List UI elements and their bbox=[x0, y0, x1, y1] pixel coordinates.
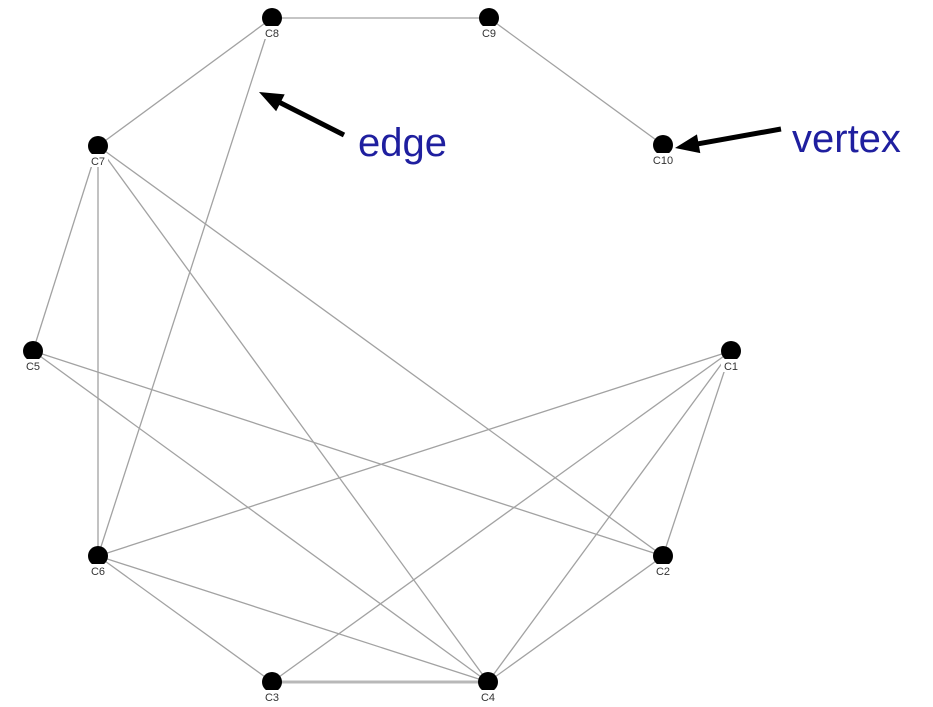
vertex-label-bg-C1 bbox=[721, 359, 741, 372]
edge-C6-C8 bbox=[97, 17, 273, 557]
vertex-C3 bbox=[262, 672, 282, 692]
vertex-callout-arrow-shaft bbox=[694, 126, 782, 147]
vertex-label-C4: C4 bbox=[481, 692, 495, 704]
vertex-label-bg-C5 bbox=[23, 359, 43, 372]
edge-C1-C2 bbox=[662, 350, 732, 557]
vertex-callout-arrow-head bbox=[675, 134, 701, 154]
vertex-label-C5: C5 bbox=[26, 361, 40, 373]
edge-C2-C4 bbox=[487, 555, 664, 683]
vertex-C10 bbox=[653, 135, 673, 155]
graph-edges bbox=[32, 17, 732, 684]
vertex-label-bg-C2 bbox=[653, 564, 673, 577]
vertex-C4 bbox=[478, 672, 498, 692]
edge-C4-C7 bbox=[97, 145, 489, 683]
edge-callout-label: edge bbox=[358, 121, 447, 165]
edge-C2-C5 bbox=[32, 350, 664, 557]
vertex-label-C8: C8 bbox=[265, 28, 279, 40]
vertex-label-C3: C3 bbox=[265, 692, 279, 704]
vertex-label-bg-C4 bbox=[478, 690, 498, 703]
vertex-callout-label: vertex bbox=[792, 117, 901, 161]
edge-C7-C8 bbox=[97, 17, 273, 147]
vertex-C6 bbox=[88, 546, 108, 566]
vertex-label-bg-C6 bbox=[88, 564, 108, 577]
edge-C4-C5 bbox=[32, 350, 489, 683]
vertex-label-bg-C7 bbox=[88, 154, 108, 167]
edge-C3-C6 bbox=[97, 555, 273, 683]
vertex-C8 bbox=[262, 8, 282, 28]
graph-annotations: edge vertex bbox=[259, 92, 901, 165]
edge-C1-C6 bbox=[97, 350, 732, 557]
vertex-label-C7: C7 bbox=[91, 156, 105, 168]
edge-callout-arrow-shaft bbox=[275, 98, 346, 138]
vertex-C1 bbox=[721, 341, 741, 361]
vertex-label-C1: C1 bbox=[724, 361, 738, 373]
vertex-label-bg-C9 bbox=[479, 26, 499, 39]
edge-C4-C6 bbox=[97, 555, 489, 683]
vertex-label-C10: C10 bbox=[653, 155, 673, 167]
edge-callout: edge bbox=[259, 92, 447, 165]
vertex-callout: vertex bbox=[675, 117, 901, 161]
vertex-label-bg-C8 bbox=[262, 26, 282, 39]
edge-C2-C7 bbox=[97, 145, 664, 557]
vertex-label-bg-C3 bbox=[262, 690, 282, 703]
edge-C1-C3 bbox=[271, 350, 732, 683]
vertex-C2 bbox=[653, 546, 673, 566]
vertex-C5 bbox=[23, 341, 43, 361]
vertex-label-C9: C9 bbox=[482, 28, 496, 40]
vertex-C9 bbox=[479, 8, 499, 28]
vertex-label-C6: C6 bbox=[91, 566, 105, 578]
vertex-label-bg-C10 bbox=[649, 153, 677, 166]
vertex-label-C2: C2 bbox=[656, 566, 670, 578]
vertex-C7 bbox=[88, 136, 108, 156]
edge-C5-C7 bbox=[32, 145, 99, 352]
edge-C1-C4 bbox=[487, 350, 732, 683]
edge-callout-arrow-head bbox=[259, 92, 285, 112]
edge-C9-C10 bbox=[488, 17, 664, 146]
